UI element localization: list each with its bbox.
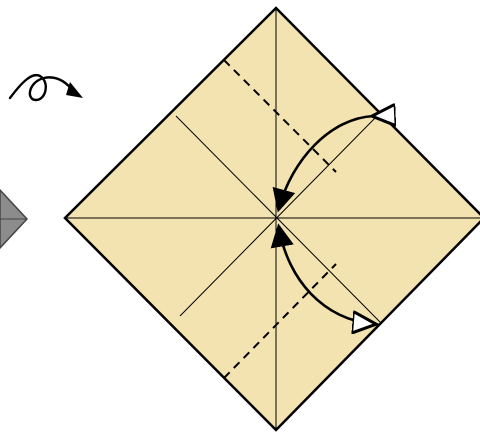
lower-fold-arrow-path [279, 228, 374, 324]
lower-curved-fold-arrow [279, 228, 374, 324]
upper-curved-fold-arrow [279, 116, 374, 208]
previous-step-shape [0, 188, 29, 250]
upper-fold-arrow-path [279, 116, 374, 208]
paper-square [63, 6, 480, 432]
turn-over-loop-path [8, 73, 76, 102]
turn-over-loop-arrow-icon [8, 73, 83, 102]
turn-over-arrowhead [66, 82, 83, 98]
